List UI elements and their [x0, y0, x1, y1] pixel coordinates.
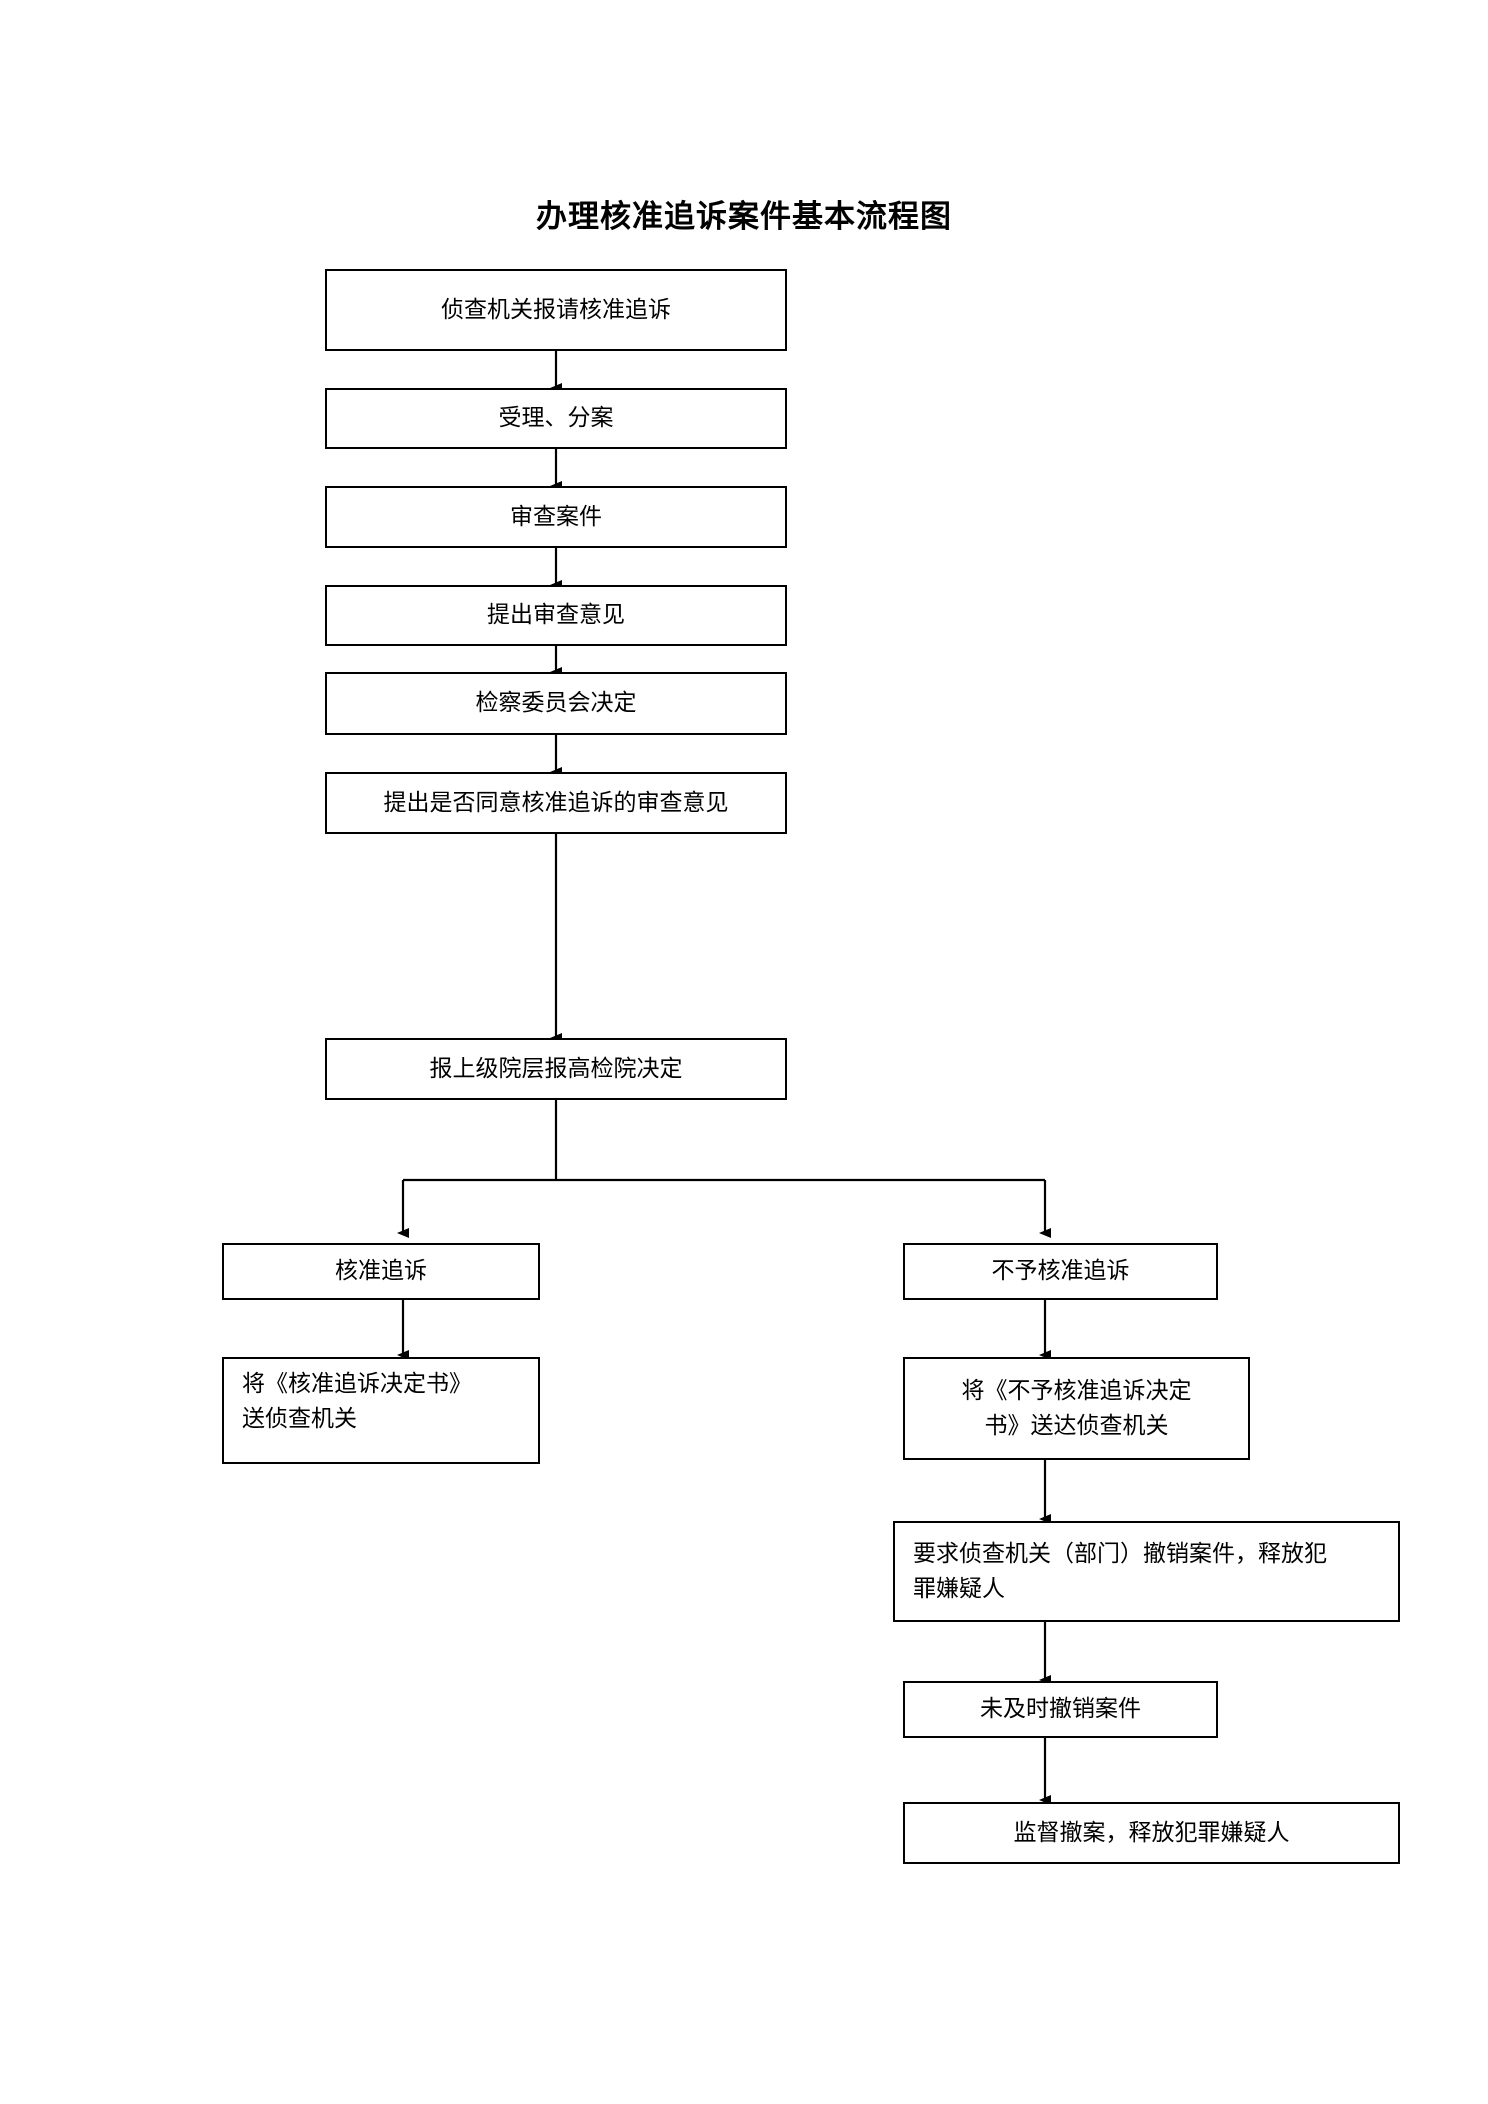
flow-node-approve-prosecution[interactable]: 核准追诉: [222, 1243, 540, 1300]
flow-node-agree-or-not-opinion[interactable]: 提出是否同意核准追诉的审查意见: [325, 772, 787, 834]
flow-node-label: 审查案件: [510, 503, 602, 530]
flow-node-supervise-withdrawal[interactable]: 监督撤案，释放犯罪嫌疑人: [903, 1802, 1400, 1864]
flow-node-review-case[interactable]: 审查案件: [325, 486, 787, 548]
flow-node-label: 要求侦查机关（部门）撤销案件，释放犯 罪嫌疑人: [913, 1541, 1327, 1602]
flow-node-committee-decision[interactable]: 检察委员会决定: [325, 672, 787, 735]
flow-node-label: 提出审查意见: [487, 602, 625, 629]
flow-node-label: 未及时撤销案件: [980, 1696, 1141, 1723]
flow-node-send-approval-decision[interactable]: 将《核准追诉决定书》 送侦查机关: [222, 1357, 540, 1464]
flow-node-report-to-supreme[interactable]: 报上级院层报高检院决定: [325, 1038, 787, 1100]
flow-node-label: 受理、分案: [498, 405, 614, 432]
flow-node-label: 检察委员会决定: [475, 690, 637, 717]
flow-node-label: 核准追诉: [335, 1258, 427, 1285]
flow-node-label: 将《核准追诉决定书》 送侦查机关: [242, 1371, 472, 1432]
flow-node-send-denial-decision[interactable]: 将《不予核准追诉决定 书》送达侦查机关: [903, 1357, 1250, 1460]
flow-node-accept-assign[interactable]: 受理、分案: [325, 388, 787, 449]
page-title: 办理核准追诉案件基本流程图: [536, 199, 952, 235]
flow-node-label: 不予核准追诉: [991, 1258, 1130, 1285]
flow-node-label: 监督撤案，释放犯罪嫌疑人: [1013, 1819, 1290, 1846]
flow-node-report-request[interactable]: 侦查机关报请核准追诉: [325, 269, 787, 351]
flow-node-not-withdrawn-in-time[interactable]: 未及时撤销案件: [903, 1681, 1218, 1738]
flow-node-label: 报上级院层报高检院决定: [429, 1055, 683, 1082]
flow-node-issue-review-opinion[interactable]: 提出审查意见: [325, 585, 787, 646]
flow-node-label: 侦查机关报请核准追诉: [441, 296, 671, 323]
flow-node-deny-prosecution[interactable]: 不予核准追诉: [903, 1243, 1218, 1300]
flow-node-label: 将《不予核准追诉决定 书》送达侦查机关: [961, 1378, 1192, 1439]
flow-node-label: 提出是否同意核准追诉的审查意见: [383, 789, 729, 816]
flow-node-require-withdraw-case[interactable]: 要求侦查机关（部门）撤销案件，释放犯 罪嫌疑人: [893, 1521, 1400, 1622]
